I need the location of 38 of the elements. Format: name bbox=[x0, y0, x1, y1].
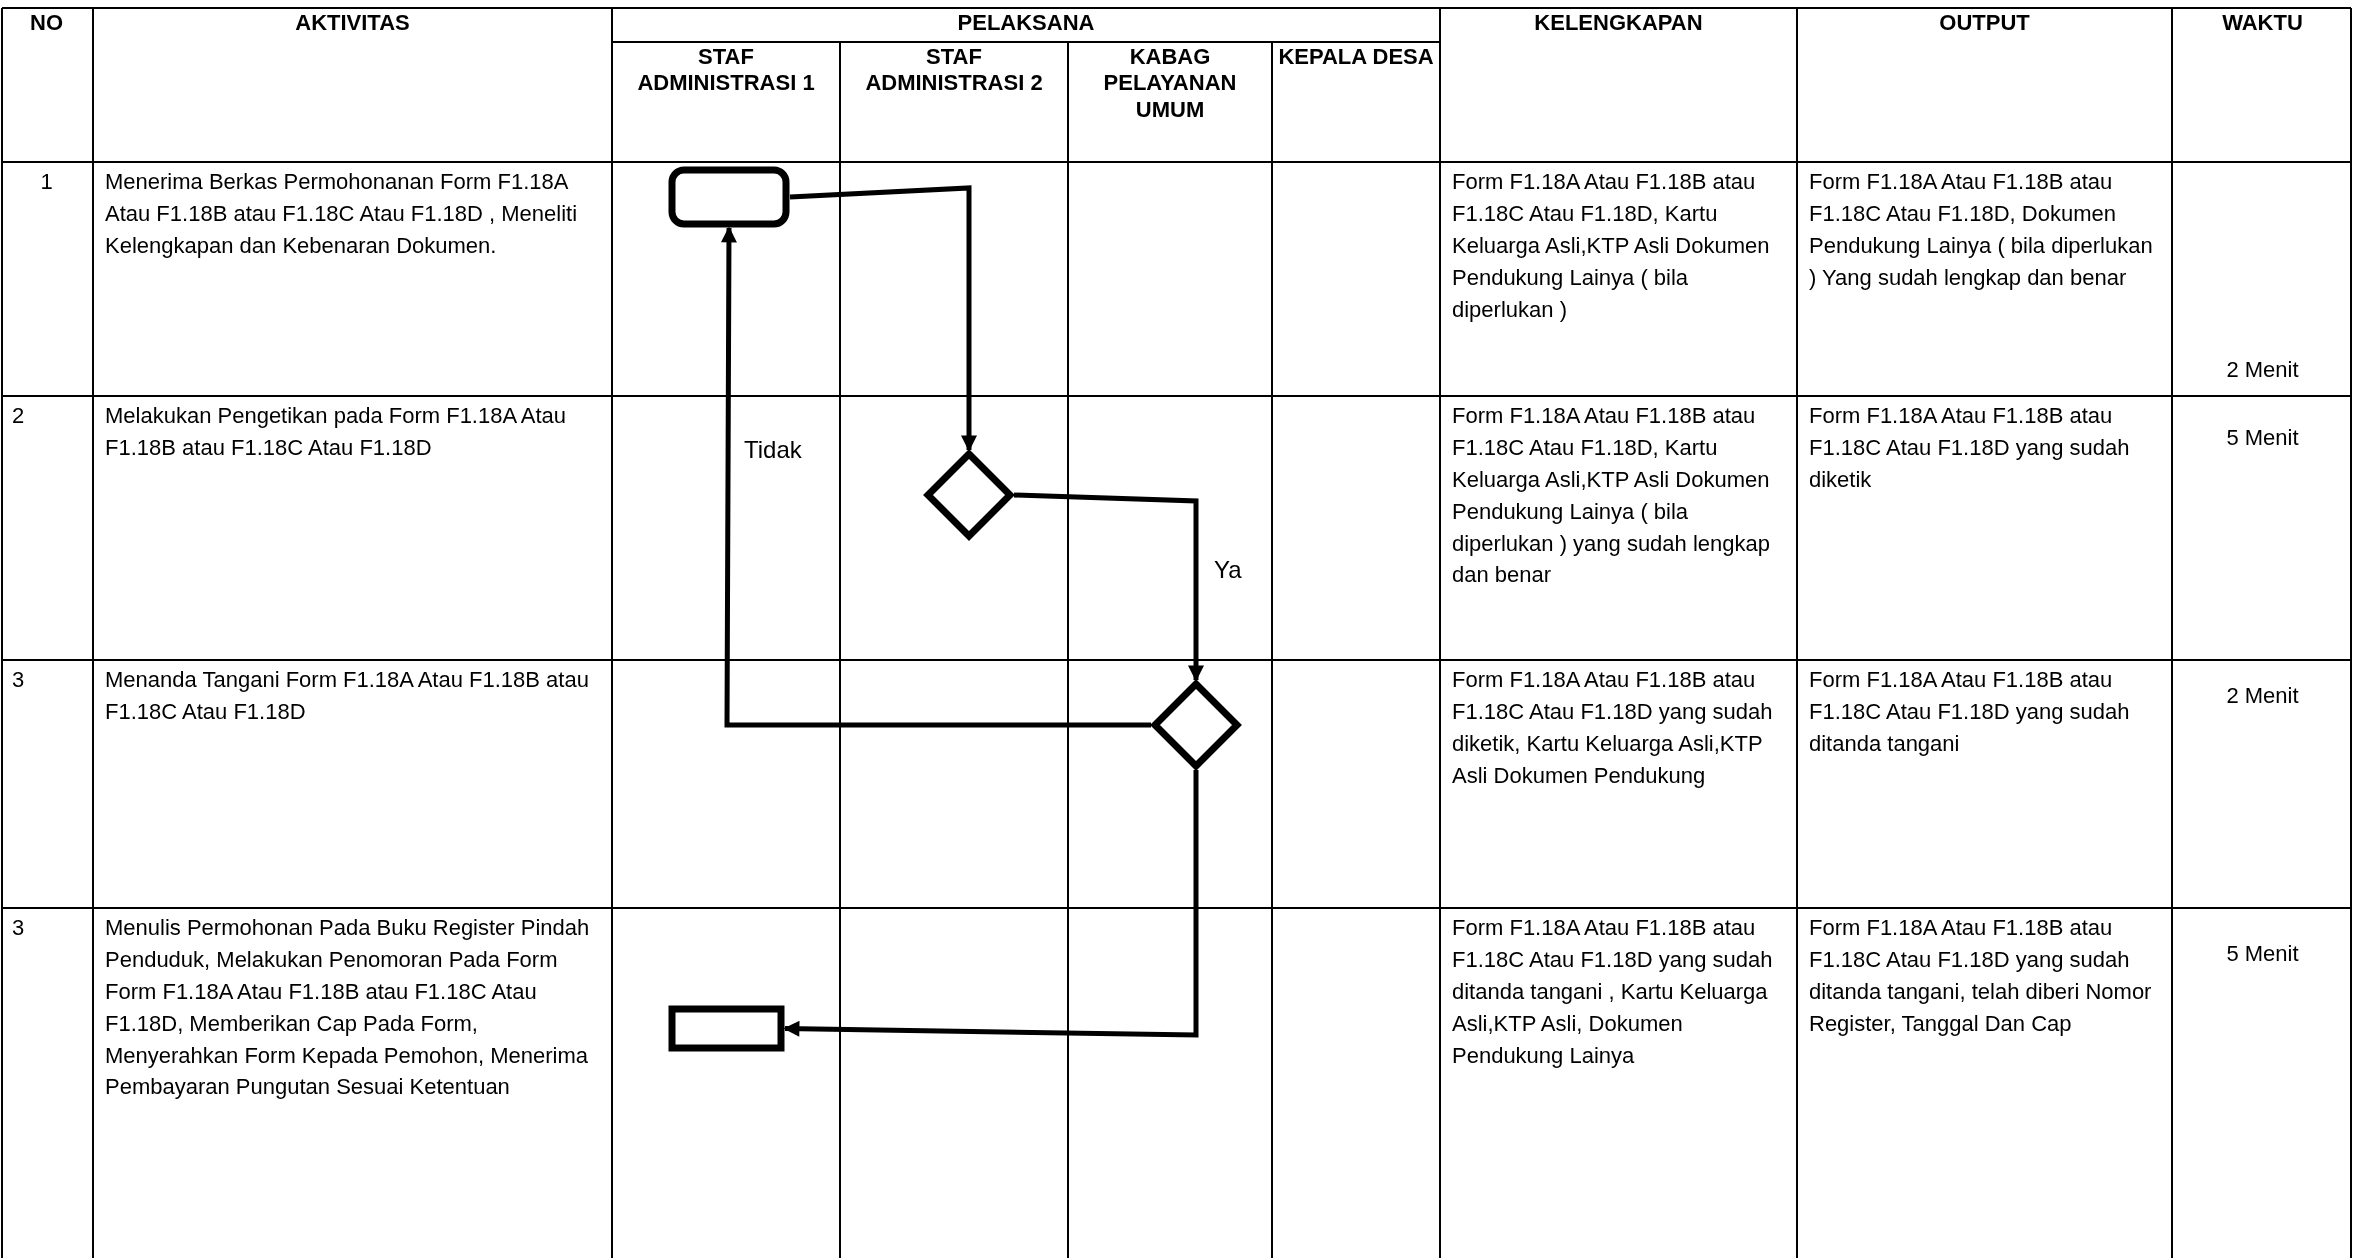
duration-text: 2 Menit bbox=[2225, 682, 2300, 710]
column-header: KABAG PELAYANAN UMUM bbox=[1102, 44, 1238, 124]
requirement-text: Form F1.18A Atau F1.18B atau F1.18C Atau F1.18D yang sudah diketik, Kartu Keluarga Asli,KTP Asli Dokumen Pendukung bbox=[1452, 666, 1774, 790]
column-header: AKTIVITAS bbox=[294, 10, 411, 37]
output-text: Form F1.18A Atau F1.18B atau F1.18C Atau F1.18D, Dokumen Pendukung Lainya ( bila diperlukan ) Yang sudah lengkap dan benar bbox=[1809, 168, 2154, 292]
arrow bbox=[783, 770, 1199, 1038]
duration-text: 5 Menit bbox=[2225, 424, 2300, 452]
activity-text: Menerima Berkas Permohonanan Form F1.18A Atau F1.18B atau F1.18C Atau F1.18D , Meneliti Kelengkapan dan Kebenaran Dokumen. bbox=[105, 168, 579, 260]
column-header: NO bbox=[29, 10, 64, 37]
row-number: 1 bbox=[39, 168, 54, 196]
decision-diamond bbox=[924, 450, 1014, 540]
duration-text: 5 Menit bbox=[2225, 940, 2300, 968]
column-header: OUTPUT bbox=[1938, 10, 2031, 37]
process-box bbox=[668, 166, 790, 228]
column-header: STAF ADMINISTRASI 1 bbox=[636, 44, 816, 97]
arrow bbox=[1013, 492, 1204, 682]
column-header: PELAKSANA bbox=[956, 10, 1096, 37]
column-header: WAKTU bbox=[2221, 10, 2304, 37]
output-text: Form F1.18A Atau F1.18B atau F1.18C Atau F1.18D yang sudah ditanda tangani bbox=[1809, 666, 2131, 758]
column-header: KEPALA DESA bbox=[1278, 44, 1434, 71]
output-text: Form F1.18A Atau F1.18B atau F1.18C Atau F1.18D yang sudah diketik bbox=[1809, 402, 2131, 494]
requirement-text: Form F1.18A Atau F1.18B atau F1.18C Atau F1.18D, Kartu Keluarga Asli,KTP Asli Dokumen Pendukung Lainya ( bila diperlukan ) bbox=[1452, 168, 1771, 324]
process-box bbox=[668, 1005, 785, 1052]
row-number: 3 bbox=[12, 666, 26, 694]
activity-text: Menulis Permohonan Pada Buku Register Pindah Penduduk, Melakukan Penomoran Pada Form Form F1.18A Atau F1.18B atau F1.18C Atau F1.18D, Memberikan Cap Pada Form, Menyerahkan Form Kepada Pemohon, Menerima Pembayaran Pungutan Sesuai Ketentuan bbox=[105, 914, 591, 1102]
requirement-text: Form F1.18A Atau F1.18B atau F1.18C Atau F1.18D, Kartu Keluarga Asli,KTP Asli Dokumen Pendukung Lainya ( bila diperlukan ) yang sudah lengkap dan benar bbox=[1452, 402, 1771, 590]
arrow bbox=[789, 185, 977, 452]
row-number: 2 bbox=[12, 402, 26, 430]
column-header: KELENGKAPAN bbox=[1533, 10, 1704, 37]
row-number: 3 bbox=[12, 914, 26, 942]
decision-diamond bbox=[1151, 680, 1241, 770]
output-text: Form F1.18A Atau F1.18B atau F1.18C Atau F1.18D yang sudah ditanda tangani, telah diberi Nomor Register, Tanggal Dan Cap bbox=[1809, 914, 2153, 1038]
activity-text: Menanda Tangani Form F1.18A Atau F1.18B atau F1.18C Atau F1.18D bbox=[105, 666, 590, 726]
arrow bbox=[720, 226, 1151, 728]
requirement-text: Form F1.18A Atau F1.18B atau F1.18C Atau F1.18D yang sudah ditanda tangani , Kartu Keluarga Asli,KTP Asli, Dokumen Pendukung Lainya bbox=[1452, 914, 1774, 1070]
activity-text: Melakukan Pengetikan pada Form F1.18A Atau F1.18B atau F1.18C Atau F1.18D bbox=[105, 402, 568, 462]
column-header: STAF ADMINISTRASI 2 bbox=[864, 44, 1044, 97]
duration-text: 2 Menit bbox=[2225, 356, 2300, 384]
